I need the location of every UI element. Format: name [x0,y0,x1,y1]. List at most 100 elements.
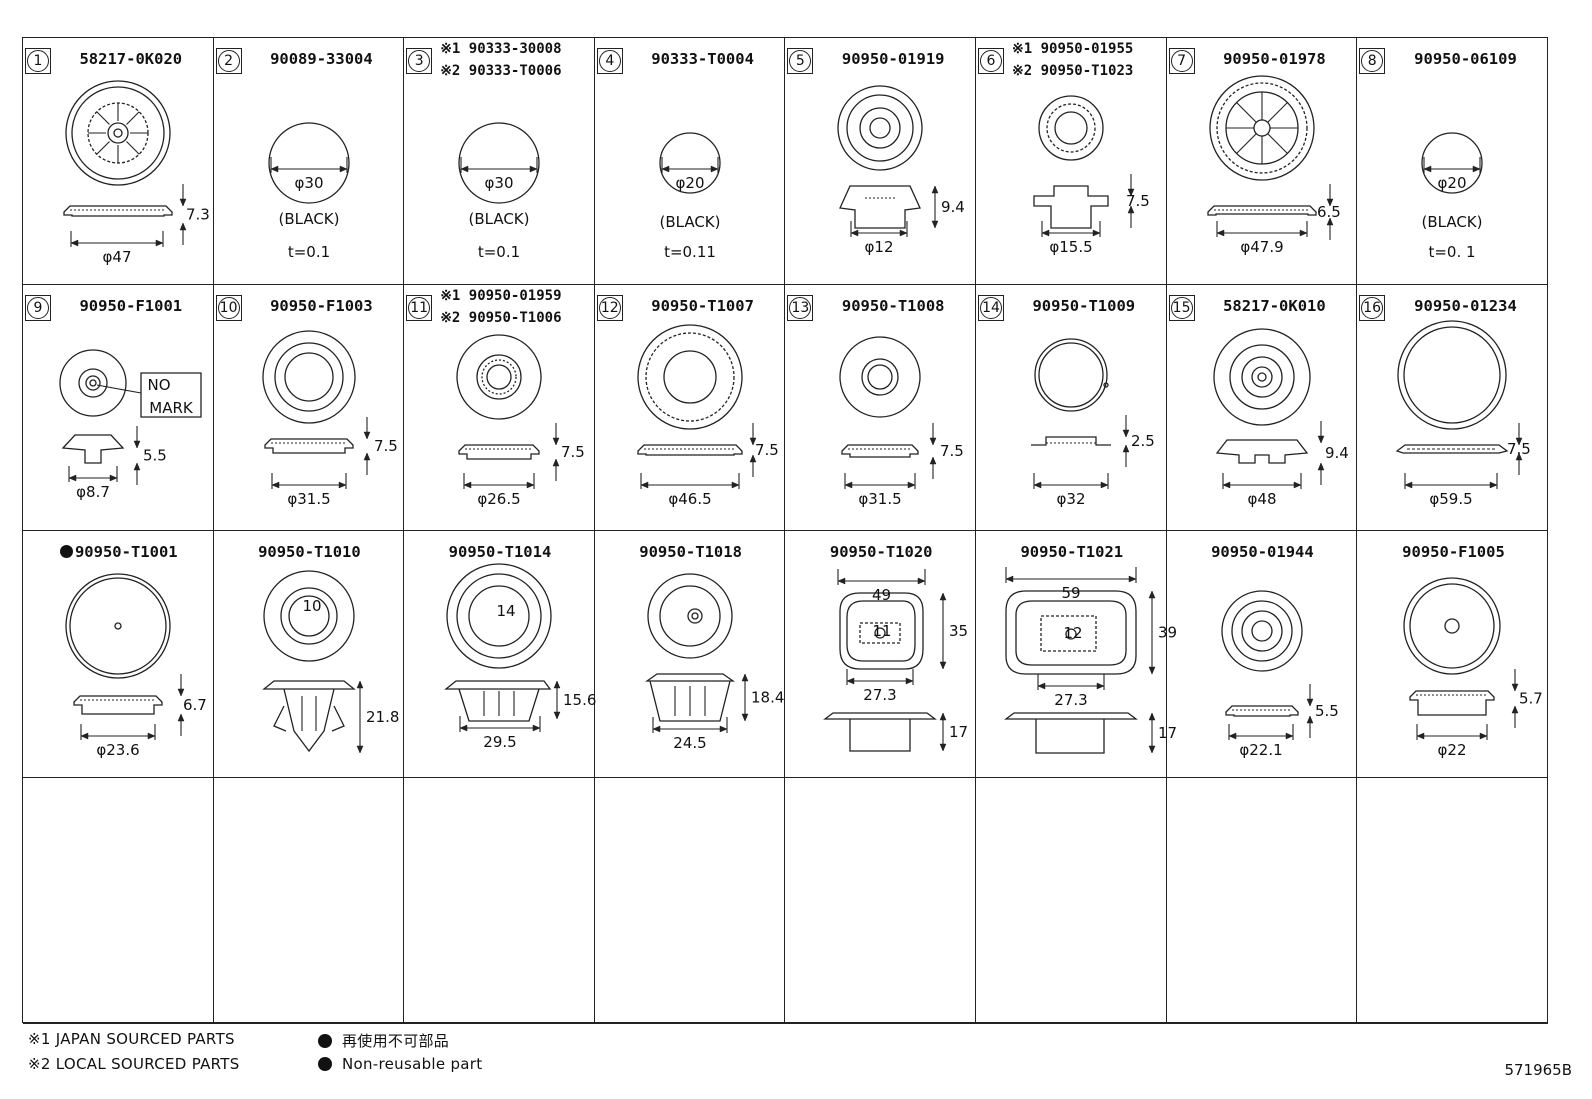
part-number: 90089-33004 [244,50,400,68]
part-number: 90950-F1003 [244,297,400,315]
item-number: 14 [978,294,1004,321]
diameter-label: φ8.7 [76,483,110,501]
part-number-text: 90950-T1009 [1032,296,1136,315]
item-number: 2 [215,48,242,74]
height-label: 9.4 [941,198,965,216]
part-number: ※2 90950-T1023 [1012,63,1134,79]
empty-cell [785,777,976,1024]
item-number: 1 [25,48,51,74]
item-number-text: 2 [217,50,240,72]
part-number: 90950-T1021 [982,543,1162,561]
diameter-label: 27.3 [1054,691,1087,709]
item-number-text: 1 [27,50,49,72]
thickness-label: t=0.11 [664,243,716,261]
legend-japan-sourced: ※1 JAPAN SOURCED PARTS [28,1030,235,1048]
item-number-text: 7 [1170,50,1193,72]
diameter-label: φ23.6 [96,741,139,759]
part-number-text: 90950-01978 [1223,50,1326,68]
color-note: (BLACK) [659,213,720,231]
part-number: 90950-T1001 [29,543,209,561]
height-label: 15.6 [563,691,596,709]
diameter-label: φ22.1 [1239,741,1282,759]
item-number-text: 8 [1361,50,1384,72]
height-label: 5.5 [143,446,167,464]
part-number: 90950-T1007 [625,297,781,315]
item-number: 6 [978,48,1004,74]
diameter-label: 49 [872,586,891,604]
empty-cell [976,777,1167,1024]
part-number-text: 90333-T0004 [651,50,754,68]
item-number: 8 [1359,48,1386,74]
diameter-label: φ30 [485,174,514,192]
color-note: (BLACK) [1422,213,1483,231]
item-number: 13 [787,294,814,321]
item-number-text: 11 [408,296,431,319]
height-label: 17 [1158,724,1177,742]
part-drawing: φ30(BLACK)t=0.1 [458,122,540,261]
height-label: 35 [949,622,968,640]
empty-cell [404,777,595,1024]
item-number-text: 12 [598,296,621,319]
diameter-label: φ47 [103,248,132,266]
legend-local-sourced: ※2 LOCAL SOURCED PARTS [28,1055,240,1073]
part-number: 90950-01234 [1387,297,1544,315]
diameter-label: φ47.9 [1240,238,1283,256]
item-number-text: 6 [980,50,1002,72]
part-drawing: NO MARK 5.5 φ8.7 [59,348,202,501]
nonreusable-dot-icon [59,545,73,558]
part-number: 90950-01919 [815,50,971,68]
part-number-text: 58217-0K020 [79,50,183,68]
height-label: 7.5 [561,443,585,461]
height-label: 17 [949,723,968,741]
part-drawing: 7.3 φ47 [63,80,210,266]
diameter-label: φ20 [675,174,704,192]
item-number-text: 13 [789,296,812,319]
diameter-label: 24.5 [673,734,706,752]
part-cell: 7 90950-01978 6.5 φ47.9 [1166,38,1358,285]
part-number-text: 90950-F1005 [1402,543,1505,561]
diameter-label: φ31.5 [859,490,902,508]
diameter-label: φ48 [1247,490,1276,508]
height-label: 6.5 [1317,203,1341,221]
diameter-label: φ15.5 [1049,238,1092,256]
part-number-text: 90950-F1003 [270,296,373,315]
mark-number: 12 [1063,624,1082,642]
part-number-text: 90950-T1010 [258,543,361,561]
no-mark-label: MARK [149,399,194,417]
no-mark-label: NO [147,376,170,394]
item-number: 5 [787,48,814,74]
item-number: 15 [1168,294,1195,321]
legend-nonreusable-jp: 再使用不可部品 [318,1030,449,1051]
empty-cell [594,777,786,1024]
part-number: 90950-T1010 [220,543,400,561]
height-label: 7.3 [186,206,210,224]
color-note: (BLACK) [278,210,339,228]
part-number: 90950-T1009 [1006,297,1162,315]
part-number-text: 90089-33004 [270,50,373,68]
thickness-label: t=0.1 [478,243,520,261]
diameter-label: φ22 [1438,741,1467,759]
item-number-text: 15 [1170,296,1193,319]
part-number-text: 90950-T1020 [829,543,933,561]
height-label: 7.5 [755,441,779,459]
nonreusable-dot-icon [318,1057,332,1071]
part-number-text: 90950-T1007 [651,296,754,315]
item-number: 16 [1359,294,1386,321]
part-number-text: 90950-01944 [1211,543,1314,561]
part-number-text: 90950-01234 [1414,296,1517,315]
